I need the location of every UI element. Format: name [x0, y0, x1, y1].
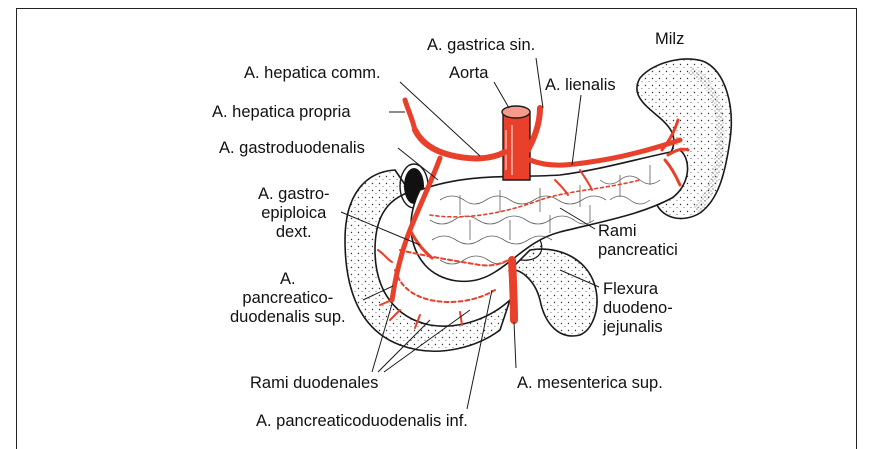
label-mesenterica-sup: A. mesenterica sup.: [517, 374, 663, 393]
label-lienalis: A. lienalis: [545, 76, 616, 95]
label-flexura: Flexura duodeno- jejunalis: [603, 280, 673, 337]
label-milz: Milz: [655, 30, 684, 49]
label-pancreaticoduodenalis-sup-line2: pancreatico-: [230, 289, 346, 308]
label-rami-pancreatici: Rami pancreatici: [598, 222, 678, 260]
flexura-duodenojejunalis: [510, 249, 597, 336]
label-rami-duodenales: Rami duodenales: [250, 374, 378, 393]
label-hepatica-comm: A. hepatica comm.: [244, 64, 381, 83]
label-gastroepiploica-line3: dext.: [258, 223, 330, 242]
label-flexura-line3: jejunalis: [603, 318, 673, 337]
label-pancreaticoduodenalis-sup-line1: A.: [230, 270, 346, 289]
label-pancreaticoduodenalis-sup-line3: duodenalis sup.: [230, 308, 346, 327]
label-flexura-line2: duodeno-: [603, 299, 673, 318]
label-pancreaticoduodenalis-sup: A. pancreatico- duodenalis sup.: [230, 270, 346, 327]
label-aorta: Aorta: [449, 64, 488, 83]
aorta: [502, 106, 530, 180]
label-hepatica-propria: A. hepatica propria: [212, 103, 351, 122]
label-rami-pancreatici-line1: Rami: [598, 222, 678, 241]
label-gastroduodenalis: A. gastroduodenalis: [219, 139, 365, 158]
label-pancreaticoduodenalis-inf: A. pancreaticoduodenalis inf.: [256, 412, 468, 431]
label-gastrica-sin: A. gastrica sin.: [427, 36, 535, 55]
label-gastroepiploica: A. gastro- epiploica dext.: [258, 185, 330, 242]
label-rami-pancreatici-line2: pancreatici: [598, 241, 678, 260]
label-gastroepiploica-line2: epiploica: [258, 204, 330, 223]
label-flexura-line1: Flexura: [603, 280, 673, 299]
label-gastroepiploica-line1: A. gastro-: [258, 185, 330, 204]
